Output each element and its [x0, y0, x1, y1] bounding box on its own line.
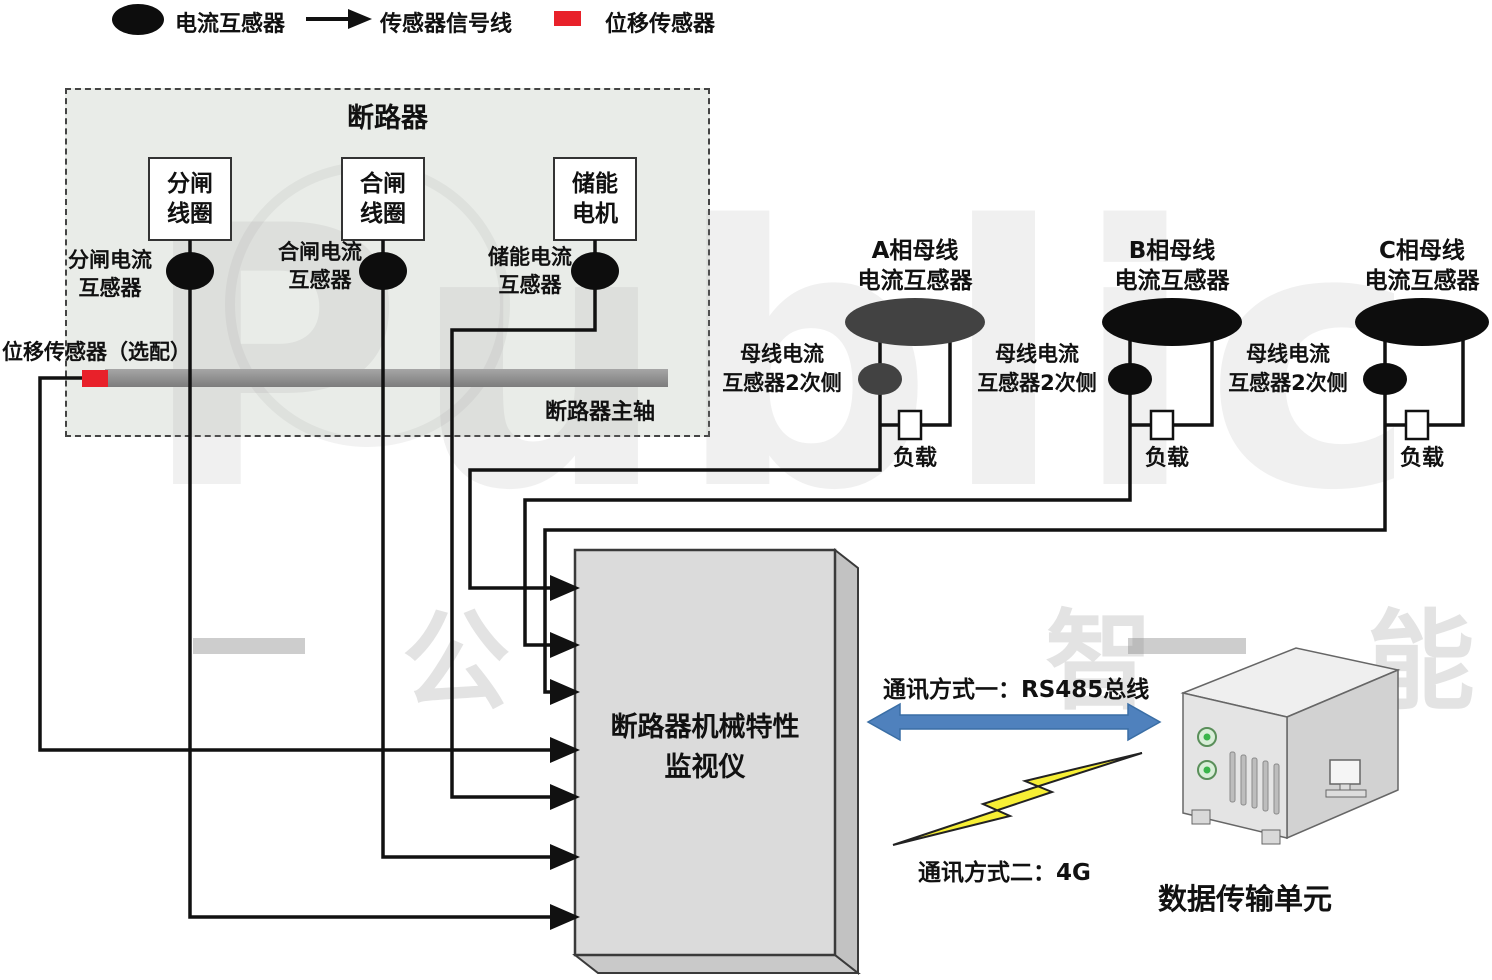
dtu-label: 数据传输单元: [1158, 882, 1333, 916]
main-shaft-label: 断路器主轴: [545, 400, 656, 425]
phase-c-ct-icon: [1355, 298, 1489, 346]
storage-motor-label-2: 电机: [572, 201, 618, 227]
arrow-input-5: [550, 784, 580, 810]
watermark-dash-right: [1128, 638, 1246, 654]
opening-coil-box: 分闸 线圈: [148, 157, 232, 241]
monitor-box: [572, 547, 861, 976]
phase-a-ct-icon: [845, 298, 985, 346]
wire-storage-ct: [450, 240, 597, 799]
phase-c-secondary-ct-icon: [1363, 363, 1407, 395]
current-transformers: [166, 252, 1489, 395]
closing-ct-icon: [359, 252, 407, 290]
opening-coil-label-1: 分闸: [167, 171, 213, 197]
closing-coil-label-2: 线圈: [360, 201, 406, 227]
wire-phase-b: [523, 333, 1132, 647]
displacement-sensor-label: 位移传感器（选配）: [2, 340, 191, 364]
phase-c-load-label: 负载: [1399, 446, 1444, 471]
load-resistor-b: [1149, 409, 1175, 441]
storage-motor-label-1: 储能: [572, 171, 618, 197]
opening-ct-icon: [166, 252, 214, 290]
phase-c-secondary-label: 母线电流 互感器2次侧: [1228, 342, 1348, 395]
dtu-foot-1: [1191, 809, 1211, 825]
dtu-illustration: [1180, 647, 1401, 845]
storage-motor-box: 储能 电机: [553, 157, 637, 241]
phase-b-secondary-ct-icon: [1108, 363, 1152, 395]
phase-a-load-label: 负载: [892, 446, 937, 471]
closing-coil-label-1: 合闸: [360, 171, 406, 197]
watermark-dash-left: [193, 638, 305, 654]
arrow-input-4: [550, 737, 580, 763]
wire-displacement: [38, 376, 550, 752]
phase-c-title: C相母线 电流互感器: [1364, 238, 1480, 294]
wire-opening-ct: [188, 240, 550, 919]
rs485-double-arrow: [866, 702, 1162, 742]
closing-ct-label: 合闸电流 互感器: [278, 240, 362, 292]
wire-phase-c: [543, 333, 1387, 694]
arrow-input-7: [550, 904, 580, 930]
legend-signal-line-icon: [306, 9, 372, 29]
phase-a-secondary-label: 母线电流 互感器2次侧: [722, 342, 842, 395]
storage-ct-icon: [571, 252, 619, 290]
legend-current-transformer-icon: [112, 4, 164, 35]
load-resistor-c: [1404, 409, 1430, 441]
legend-displacement-sensor-icon: [554, 11, 581, 26]
legend-current-transformer-label: 电流互感器: [175, 12, 286, 37]
phase-b-secondary-label: 母线电流 互感器2次侧: [977, 342, 1097, 395]
phase-a-secondary-ct-icon: [858, 363, 902, 395]
arrow-input-3: [550, 679, 580, 705]
comm-method2-label: 通讯方式二：4G: [918, 860, 1091, 886]
dtu-mini-computer-icon: [1325, 759, 1367, 798]
monitor-input-arrows: [550, 575, 580, 930]
dtu-foot-2: [1261, 829, 1281, 845]
storage-ct-label: 储能电流 互感器: [488, 245, 572, 297]
lightning-bolt-icon: [892, 752, 1143, 846]
breaker-title: 断路器: [347, 103, 428, 134]
phase-a-title: A相母线 电流互感器: [857, 238, 973, 294]
closing-coil-box: 合闸 线圈: [341, 157, 425, 241]
wire-closing-ct: [381, 240, 550, 859]
phase-b-title: B相母线 电流互感器: [1114, 238, 1230, 294]
arrow-input-2: [550, 632, 580, 658]
displacement-sensor-icon: [82, 370, 108, 387]
signal-wires: [38, 240, 1465, 919]
opening-ct-label: 分闸电流 互感器: [68, 248, 152, 300]
arrow-input-6: [550, 844, 580, 870]
opening-coil-label-2: 线圈: [167, 201, 213, 227]
arrow-input-1: [550, 575, 580, 601]
monitor-title: 断路器机械特性 监视仪: [610, 712, 800, 783]
load-resistors: [897, 409, 1430, 441]
phase-b-load-label: 负载: [1144, 446, 1189, 471]
comm-method1-label: 通讯方式一：RS485总线: [883, 677, 1150, 703]
phase-b-ct-icon: [1102, 298, 1242, 346]
dtu-vents: [1229, 751, 1280, 815]
legend-displacement-sensor-label: 位移传感器: [605, 12, 716, 37]
load-resistor-a: [897, 409, 923, 441]
breaker-main-shaft: [105, 369, 668, 387]
legend-signal-line-label: 传感器信号线: [380, 12, 513, 37]
